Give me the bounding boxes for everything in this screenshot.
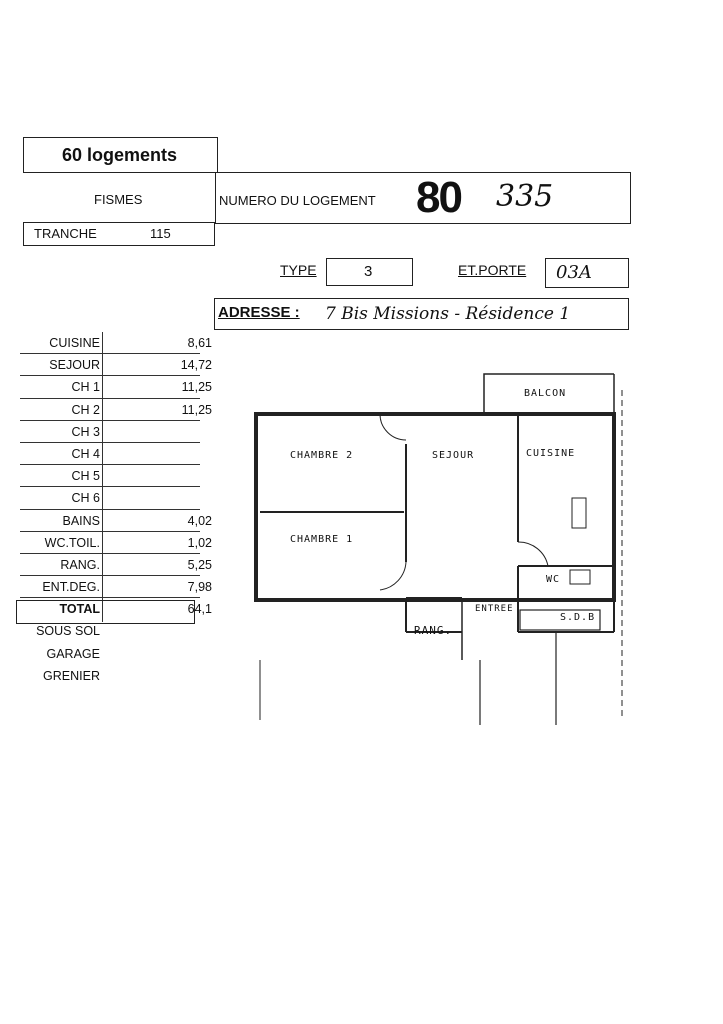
plan-door-swing [517,541,549,567]
numero-label: NUMERO DU LOGEMENT [219,193,376,208]
plan-sink [571,497,587,529]
etporte-label: ET.PORTE [458,262,527,278]
table-row: CH 6 [20,487,200,510]
tranche-label: TRANCHE [34,226,97,241]
adresse-value: 7 Bis Missions - Résidence 1 [325,304,571,324]
plan-label-cuisine: CUISINE [526,448,576,459]
table-row: CH 5 [20,465,200,488]
type-value: 3 [364,263,373,280]
table-row: GARAGE [46,646,101,661]
type-label: TYPE [280,262,317,278]
table-row: CH 3 [20,421,200,443]
table-row: WC.TOIL.1,02 [20,532,212,554]
plan-label-entree: ENTREE [475,604,514,614]
type-box: 3 [326,258,413,286]
numero-prefix: 80 [416,173,463,222]
plan-bathtub [519,609,601,631]
plan-outer-wall [254,412,616,602]
plan-label-chambre1: CHAMBRE 1 [290,534,354,545]
etporte-box: 03A [545,258,629,288]
town-name: FISMES [94,192,143,207]
etporte-value: 03A [556,262,592,283]
table-row: GRENIER [43,668,100,683]
plan-label-sdb: S.D.B [560,612,596,623]
table-row: CH 4 [20,443,200,466]
numero-value: 335 [496,179,554,214]
plan-wc [569,569,591,585]
tranche-box: TRANCHE 115 [23,222,215,246]
table-row: ENT.DEG.7,98 [20,576,212,599]
plan-label-rang: RANG. [414,624,453,637]
plan-balcony [483,373,614,414]
total-box [16,600,195,624]
plan-door-swing [379,413,407,441]
project-name: 60 logements [62,145,178,165]
table-row: SOUS SOL [36,624,100,639]
plan-label-chambre2: CHAMBRE 2 [290,450,354,461]
floor-plan [254,373,623,725]
plan-label-balcon: BALCON [524,388,567,399]
adresse-box: ADRESSE : 7 Bis Missions - Résidence 1 [214,298,629,330]
adresse-label: ADRESSE : [218,304,300,321]
tranche-value: 115 [150,226,171,241]
project-box: 60 logements [23,137,218,173]
plan-label-wc: WC [546,574,561,585]
plan-door-swing [379,561,407,591]
plan-label-sejour: SEJOUR [432,450,475,461]
table-row: RANG.5,25 [20,554,212,577]
table-divider [102,332,103,622]
numero-box: NUMERO DU LOGEMENT 80 335 [215,172,631,224]
